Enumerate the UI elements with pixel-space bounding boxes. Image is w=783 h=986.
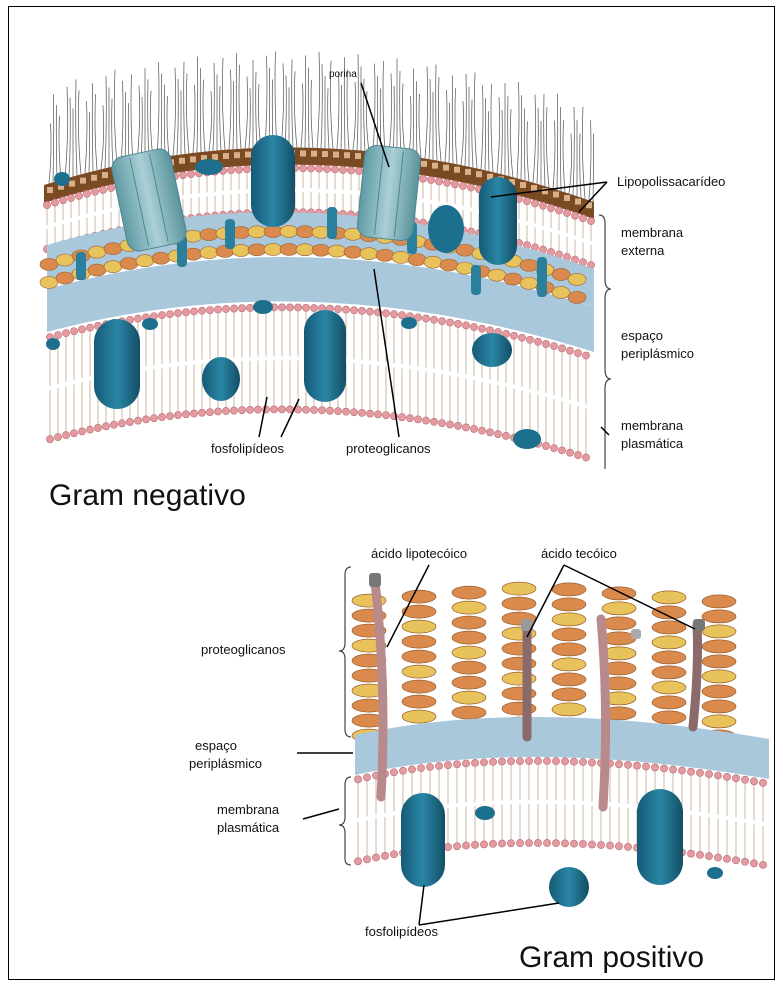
protein	[513, 429, 541, 449]
lipoprotein	[327, 207, 337, 239]
label-espaco-periplasmico-2: periplásmico	[189, 756, 262, 771]
teichoic-acid	[693, 625, 698, 727]
gram-positive-panel: ácido lipotecóico ácido tecóico proteogl…	[189, 546, 769, 974]
protein	[54, 172, 70, 186]
protein	[304, 310, 346, 402]
porin	[356, 144, 421, 241]
label-fosfolipideos: fosfolipídeos	[211, 441, 284, 456]
gram-positive-title: Gram positivo	[519, 941, 704, 974]
label-acido-lipotecoico: ácido lipotecóico	[371, 546, 467, 561]
protein	[707, 867, 723, 879]
lipoprotein	[76, 252, 86, 280]
label-espaco-periplasmico-1: espaço	[621, 328, 663, 343]
label-membrana-externa-2: externa	[621, 243, 665, 258]
label-espaco-periplasmico-2: periplásmico	[621, 346, 694, 361]
protein	[195, 159, 223, 175]
label-proteoglicanos: proteoglicanos	[346, 441, 431, 456]
gram-negative-panel: porina Lipopolissacarídeo membrana exter…	[40, 51, 725, 512]
protein	[549, 867, 589, 907]
protein	[202, 357, 240, 401]
label-membrana-plasmatica-1: membrana	[621, 418, 684, 433]
lipoteichoic-acid	[601, 619, 606, 807]
label-acido-tecoico: ácido tecóico	[541, 546, 617, 561]
protein	[401, 317, 417, 329]
layer-bracket	[339, 567, 351, 865]
protein	[94, 319, 140, 409]
gram-negative-title: Gram negativo	[49, 479, 246, 512]
lipoprotein	[537, 257, 547, 297]
protein	[637, 789, 683, 885]
protein	[475, 806, 495, 820]
label-membrana-externa-1: membrana	[621, 225, 684, 240]
lipoprotein	[471, 265, 481, 295]
label-fosfolipideos: fosfolipídeos	[365, 924, 438, 939]
protein	[46, 338, 60, 350]
protein	[428, 205, 464, 253]
protein	[251, 135, 295, 227]
label-membrana-plasmatica-2: plasmática	[621, 436, 684, 451]
label-espaco-periplasmico-1: espaço	[195, 738, 237, 753]
protein	[472, 333, 512, 367]
protein	[142, 318, 158, 330]
label-membrana-plasmatica-1: membrana	[217, 802, 280, 817]
cell-wall-diagram: porina Lipopolissacarídeo membrana exter…	[9, 7, 776, 981]
label-membrana-plasmatica-2: plasmática	[217, 820, 280, 835]
label-lipopolissacarideo: Lipopolissacarídeo	[617, 174, 725, 189]
lipoprotein	[225, 219, 235, 249]
protein	[253, 300, 273, 314]
protein	[401, 793, 445, 887]
label-porina: porina	[329, 69, 357, 80]
diagram-frame: porina Lipopolissacarídeo membrana exter…	[8, 6, 775, 980]
label-proteoglicanos: proteoglicanos	[201, 642, 286, 657]
protein	[479, 177, 517, 265]
